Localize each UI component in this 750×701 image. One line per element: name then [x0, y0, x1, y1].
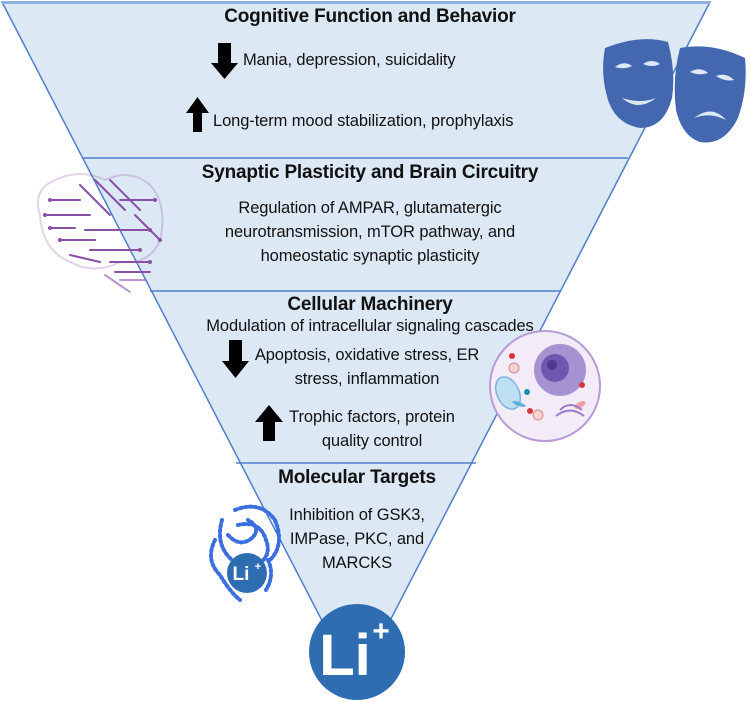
level-item-up: quality control: [321, 432, 423, 450]
small-li-charge: +: [255, 561, 261, 573]
level-line: neurotransmission, mTOR pathway, and: [224, 223, 516, 241]
level-subtitle: Modulation of intracellular signaling ca…: [206, 317, 534, 335]
small-li-symbol: Li: [233, 564, 250, 585]
li-charge: +: [372, 615, 390, 648]
level-line: homeostatic synaptic plasticity: [260, 247, 480, 265]
level-item-down: Mania, depression, suicidality: [243, 51, 456, 69]
down-arrow-icon: [211, 43, 238, 79]
level-line: Inhibition of GSK3,: [289, 506, 425, 524]
level-line: Regulation of AMPAR, glutamatergic: [238, 199, 502, 217]
up-arrow-icon: [186, 97, 209, 132]
level-line: IMPase, PKC, and: [289, 530, 425, 548]
up-arrow-icon: [255, 405, 283, 441]
level-item-up: Trophic factors, protein: [289, 408, 455, 426]
li-symbol: Li: [319, 623, 371, 688]
level-line: MARCKS: [322, 554, 392, 572]
level-item-up: Long-term mood stabilization, prophylaxi…: [213, 112, 514, 130]
cell-icon: [489, 330, 601, 442]
circuit-brain-icon: [36, 173, 164, 293]
level-title-cellular: Cellular Machinery: [287, 294, 453, 315]
level-title-molecular: Molecular Targets: [278, 467, 436, 488]
level-title-cognitive: Cognitive Function and Behavior: [224, 6, 516, 27]
theatre-masks-icon: [603, 39, 746, 143]
small-li-badge: Li +: [227, 553, 267, 593]
level-item-down: stress, inflammation: [294, 370, 440, 388]
lithium-ion-badge: Li +: [309, 604, 405, 700]
level-item-down: Apoptosis, oxidative stress, ER: [254, 346, 480, 364]
level-title-synaptic: Synaptic Plasticity and Brain Circuitry: [201, 162, 539, 183]
down-arrow-icon: [222, 340, 249, 378]
